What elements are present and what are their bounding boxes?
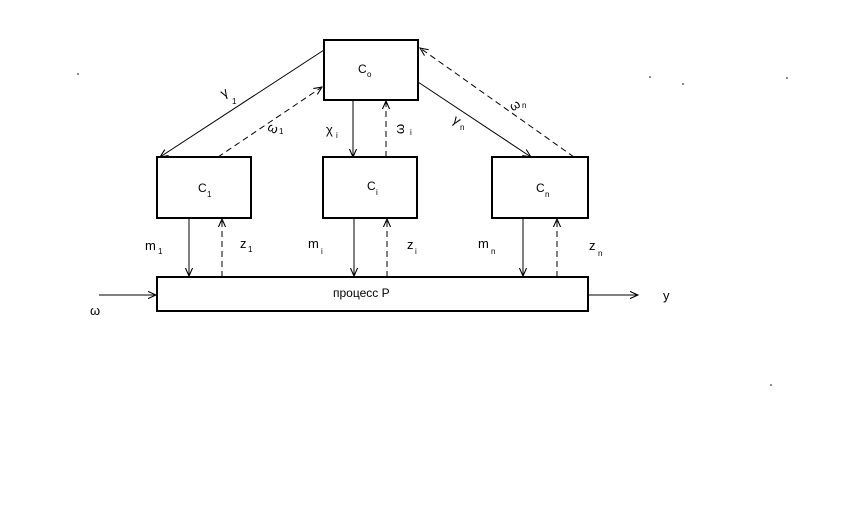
subsystem-n-box: C n bbox=[491, 156, 589, 219]
subsystem-i-box: C i bbox=[322, 156, 418, 219]
coord-down-sub-n: n bbox=[460, 123, 464, 132]
coord-down-sub-i: i bbox=[336, 131, 338, 140]
subsystem-1-subscript: 1 bbox=[207, 190, 212, 199]
subsystem-i-subscript: i bbox=[376, 188, 378, 197]
scan-dots bbox=[77, 73, 788, 386]
feedback-label-i: z bbox=[407, 237, 414, 252]
coord-up-label-n: ω bbox=[507, 96, 523, 114]
coord-up-sub-n: n bbox=[522, 101, 526, 110]
subsystem-n-subscript: n bbox=[545, 190, 549, 199]
coord-down-arrow-1 bbox=[160, 49, 325, 157]
coord-down-label-1: γ bbox=[218, 84, 232, 100]
coord-up-arrow-n bbox=[420, 48, 575, 158]
coord-up-arrow-1 bbox=[217, 87, 322, 158]
coord-down-arrow-n bbox=[417, 81, 531, 157]
subsystem-1-box: C 1 bbox=[156, 156, 252, 219]
output-label: y bbox=[663, 288, 670, 303]
feedback-sub-1: 1 bbox=[248, 245, 253, 254]
coord-up-sub-i: i bbox=[410, 128, 412, 137]
control-label-n: m bbox=[478, 236, 489, 251]
coordinator-box: C o bbox=[323, 39, 419, 101]
coord-up-sub-1: 1 bbox=[279, 127, 284, 136]
control-label-1: m bbox=[145, 238, 156, 253]
process-box: процесс P bbox=[156, 276, 589, 312]
subsystem-n-label: C bbox=[536, 181, 545, 195]
coord-down-label-i: χ bbox=[326, 122, 333, 137]
subsystem-i-label: C bbox=[367, 179, 376, 193]
subsystem-1-label: C bbox=[198, 181, 207, 195]
feedback-sub-n: n bbox=[598, 249, 602, 258]
coord-down-sub-1: 1 bbox=[232, 97, 237, 106]
process-label: процесс P bbox=[333, 286, 390, 300]
coordinator-label: C bbox=[358, 62, 367, 76]
control-sub-1: 1 bbox=[158, 247, 163, 256]
feedback-label-n: z bbox=[589, 238, 596, 253]
coordinator-subscript: o bbox=[367, 70, 372, 79]
control-label-i: m bbox=[308, 236, 319, 251]
control-sub-n: n bbox=[491, 247, 495, 256]
feedback-sub-i: i bbox=[415, 247, 417, 256]
control-sub-i: i bbox=[321, 247, 323, 256]
coord-up-label-i: ω bbox=[392, 124, 407, 134]
feedback-label-1: z bbox=[240, 236, 247, 251]
input-label: ω bbox=[90, 303, 100, 318]
